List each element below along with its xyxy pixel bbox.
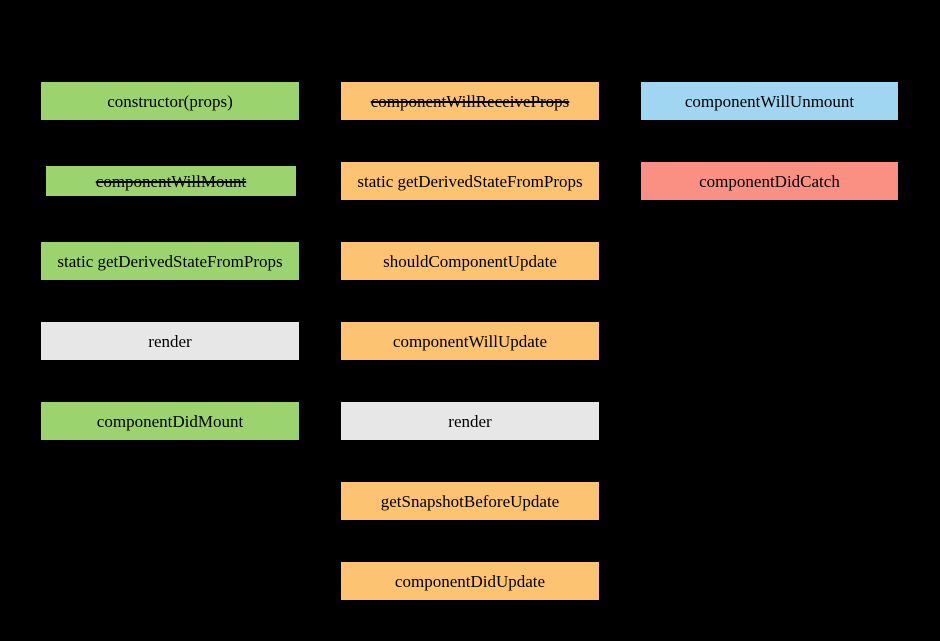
method-label: componentDidCatch <box>699 171 840 191</box>
method-box-render: render <box>41 322 299 360</box>
method-box-componentdidcatch: componentDidCatch <box>641 162 898 200</box>
method-label: static getDerivedStateFromProps <box>57 251 283 271</box>
method-label: componentWillReceiveProps <box>370 91 570 111</box>
method-label: getSnapshotBeforeUpdate <box>380 491 560 511</box>
method-box-componentwillunmount: componentWillUnmount <box>641 82 898 120</box>
method-box-render: render <box>341 402 599 440</box>
method-label: constructor(props) <box>107 91 233 111</box>
method-box-static-getderivedstatefromprops: static getDerivedStateFromProps <box>41 242 299 280</box>
method-label: componentWillUnmount <box>684 91 855 111</box>
method-label: render <box>448 411 492 431</box>
method-label: componentWillUpdate <box>392 331 548 351</box>
method-label: static getDerivedStateFromProps <box>357 171 583 191</box>
method-box-componentwillmount: componentWillMount <box>46 166 296 196</box>
method-box-componentwillreceiveprops: componentWillReceiveProps <box>341 82 599 120</box>
method-label: componentWillMount <box>95 171 247 191</box>
method-box-componentdidmount: componentDidMount <box>41 402 299 440</box>
method-box-shouldcomponentupdate: shouldComponentUpdate <box>341 242 599 280</box>
column-mounting: constructor(props) componentWillMount stat… <box>41 0 299 641</box>
method-label: componentDidMount <box>96 411 244 431</box>
method-box-componentwillupdate: componentWillUpdate <box>341 322 599 360</box>
column-unmounting-and-error: componentWillUnmount componentDidCatch <box>641 0 898 641</box>
method-box-getsnapshotbeforeupdate: getSnapshotBeforeUpdate <box>341 482 599 520</box>
method-label: shouldComponentUpdate <box>383 251 557 271</box>
method-label: render <box>148 331 192 351</box>
method-label: componentDidUpdate <box>394 571 546 591</box>
method-box-constructor-props-: constructor(props) <box>41 82 299 120</box>
method-box-static-getderivedstatefromprops: static getDerivedStateFromProps <box>341 162 599 200</box>
method-box-componentdidupdate: componentDidUpdate <box>341 562 599 600</box>
column-updating: componentWillReceiveProps static getDeriv… <box>341 0 599 641</box>
